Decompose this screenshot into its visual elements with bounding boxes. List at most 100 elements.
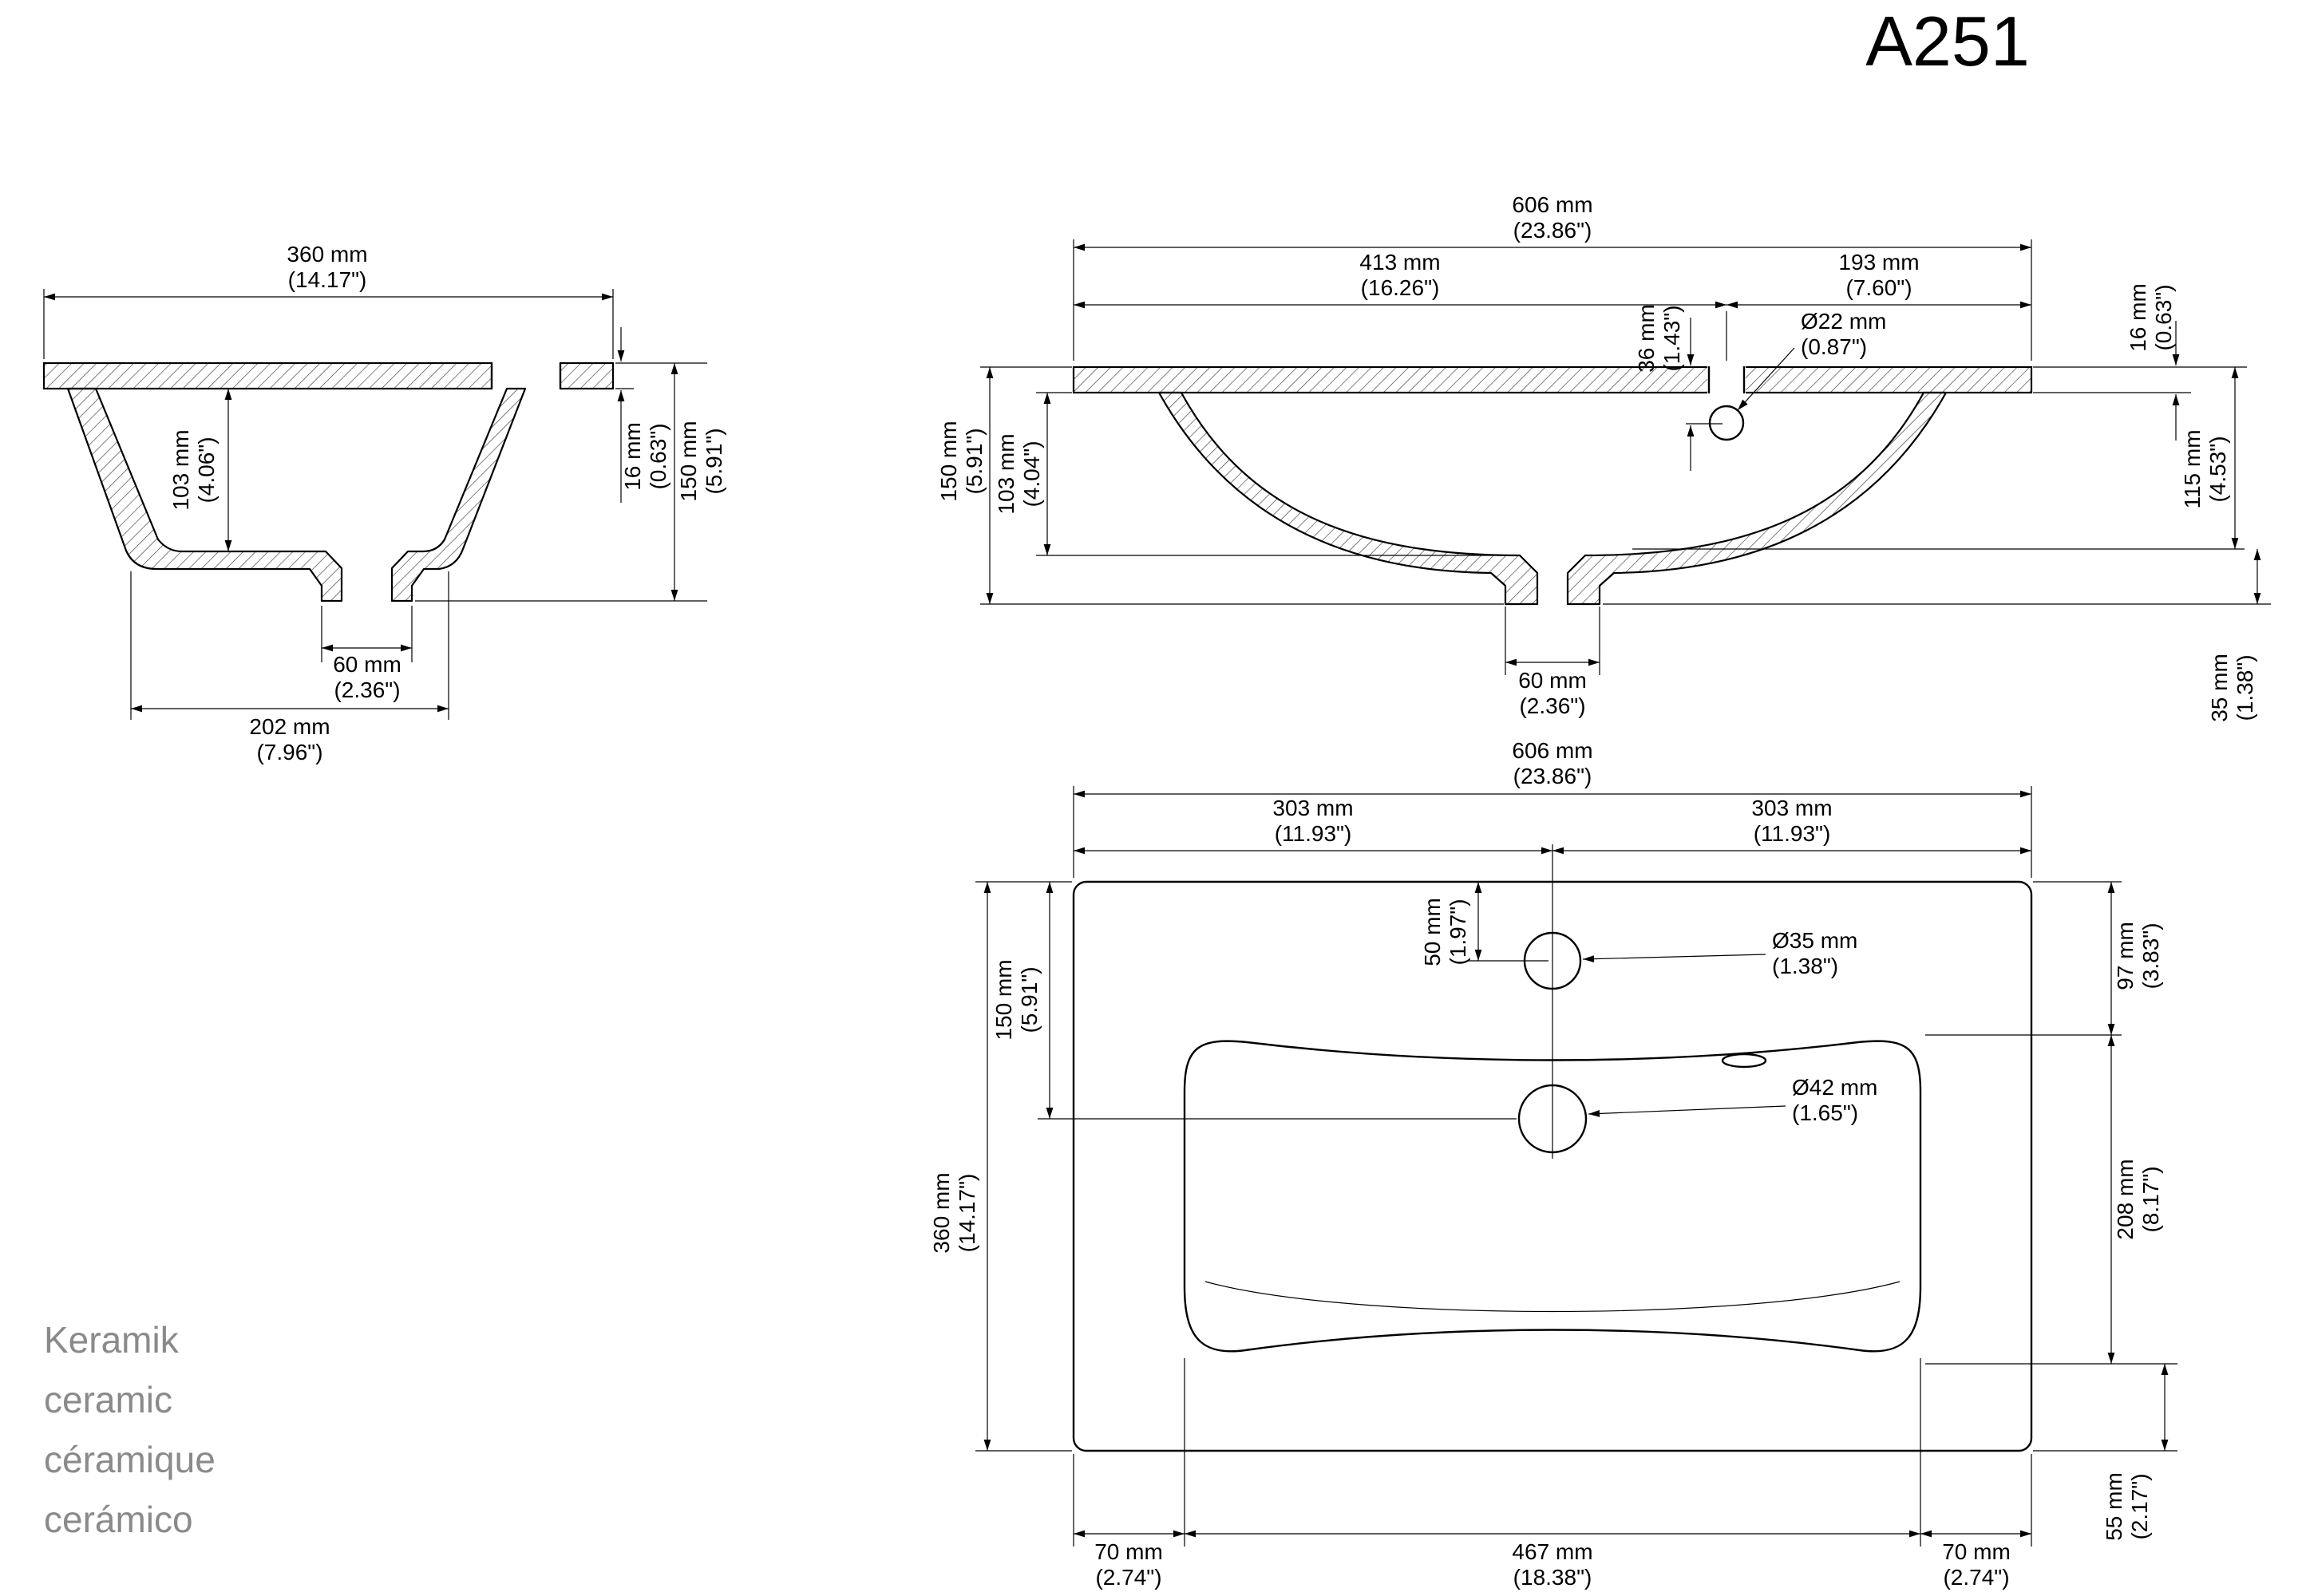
front-dim-115-mm: 115 mm: [2180, 429, 2205, 508]
dim-plan-depth-360: 360 mm (14.17"): [929, 881, 1072, 1452]
side-dim-16-in: (0.63"): [646, 423, 670, 489]
dim-front-depth-103: 103 mm (4.04"): [994, 392, 1493, 556]
dim-front-hole-offset-36: 36 mm (1.43"): [1634, 304, 1723, 471]
plan-dim-208-in: (8.17"): [2138, 1166, 2163, 1232]
plan-dim-606-in: (23.86"): [1513, 764, 1592, 788]
front-dim-413-mm: 413 mm: [1359, 250, 1440, 275]
dim-plan-right-97: 97 mm (3.83"): [1925, 881, 2163, 1036]
front-dim-103-mm: 103 mm: [994, 433, 1018, 514]
plan-hole-35-in: (1.38"): [1772, 954, 1838, 978]
dim-front-413-193: 413 mm (16.26") 193 mm (7.60"): [1074, 250, 2031, 361]
side-dim-150-mm: 150 mm: [676, 421, 701, 501]
front-deck-section: [1072, 365, 2033, 394]
plan-dim-97-mm: 97 mm: [2113, 922, 2138, 990]
plan-overflow-slot: [1721, 1053, 1767, 1069]
dim-plan-303-303: 303 mm (11.93") 303 mm (11.93"): [1074, 796, 2031, 855]
front-faucet-hole: [1708, 405, 1745, 441]
front-dim-16-in: (0.63"): [2151, 284, 2176, 350]
dim-front-width-606: 606 mm (23.86"): [1073, 192, 2032, 361]
side-dim-150-in: (5.91"): [702, 428, 726, 494]
front-dim-60-in: (2.36"): [1519, 693, 1585, 718]
side-basin-shell-left: [66, 387, 343, 602]
dim-side-drain-60: 60 mm (2.36"): [321, 606, 413, 702]
plan-dim-70-right-in: (2.74"): [1943, 1565, 2009, 1590]
plan-dim-303-left-in: (11.93"): [1275, 821, 1352, 846]
side-overflow-slot: [492, 360, 560, 392]
side-dim-103-in: (4.06"): [194, 437, 219, 503]
front-dim-103-in: (4.04"): [1019, 440, 1044, 507]
front-dim-36-mm: 36 mm: [1634, 304, 1659, 373]
plan-dim-208-mm: 208 mm: [2113, 1159, 2138, 1239]
material-labels: Keramik ceramic céramique cerámico: [44, 1319, 216, 1540]
front-dim-16-mm: 16 mm: [2126, 283, 2150, 352]
plan-dim-150-mm: 150 mm: [991, 959, 1016, 1040]
plan-dim-70-left-mm: 70 mm: [1094, 1539, 1163, 1564]
front-section-view: [1072, 364, 2033, 606]
plan-dim-50-mm: 50 mm: [1420, 898, 1445, 966]
dim-front-right-115: 115 mm (4.53"): [1632, 367, 2245, 550]
front-hole-22-in: (0.87"): [1801, 334, 1867, 359]
front-dim-35-in: (1.38"): [2233, 654, 2257, 721]
plan-hole-42-in: (1.65"): [1792, 1100, 1858, 1125]
plan-dim-70-right-mm: 70 mm: [1942, 1539, 2011, 1564]
material-label-de: Keramik: [44, 1319, 180, 1361]
front-dim-115-in: (4.53"): [2205, 436, 2230, 502]
side-dim-60-in: (2.36"): [334, 678, 400, 702]
plan-dim-606-mm: 606 mm: [1512, 738, 1592, 763]
side-dim-202-mm: 202 mm: [249, 714, 330, 739]
front-faucet-hole-gap: [1707, 364, 1746, 396]
dim-plan-drain-150: 150 mm (5.91"): [991, 882, 1517, 1120]
label-front-hole-22: Ø22 mm (0.87"): [1737, 309, 1886, 411]
dim-front-height-150: 150 mm (5.91"): [936, 366, 1504, 605]
dim-front-rim-16: 16 mm (0.63"): [2033, 283, 2247, 440]
front-basin-shell-left: [1157, 391, 1539, 606]
side-dim-360-in: (14.17"): [288, 267, 367, 292]
side-dim-360-mm: 360 mm: [287, 242, 367, 267]
front-dim-150-mm: 150 mm: [936, 421, 961, 501]
front-dim-193-in: (7.60"): [1845, 275, 1912, 300]
plan-dim-55-mm: 55 mm: [2102, 1472, 2126, 1541]
dim-side-base-202: 202 mm (7.96"): [130, 571, 449, 764]
label-plan-hole-42: Ø42 mm (1.65"): [1588, 1075, 1877, 1125]
dim-side-width-360: 360 mm (14.17"): [43, 242, 614, 359]
side-dim-60-mm: 60 mm: [333, 652, 401, 677]
plan-basin-floor-line: [1204, 1281, 1901, 1313]
dim-side-rim-16: 16 mm (0.63"): [615, 327, 670, 503]
plan-hole-42-mm: Ø42 mm: [1792, 1075, 1877, 1100]
material-label-es: cerámico: [44, 1499, 193, 1540]
dim-plan-width-606: 606 mm (23.86"): [1073, 738, 2032, 878]
side-dim-103-mm: 103 mm: [168, 429, 193, 510]
plan-basin-outline: [1183, 1040, 1922, 1353]
plan-dim-55-in: (2.17"): [2127, 1473, 2152, 1539]
dim-plan-right-208: 208 mm (8.17"): [1925, 1035, 2177, 1365]
plan-view: [1072, 844, 2033, 1452]
plan-dim-303-right-in: (11.93"): [1754, 821, 1831, 846]
front-dim-150-in: (5.91"): [962, 428, 987, 494]
front-dim-413-in: (16.26"): [1361, 275, 1440, 300]
plan-dim-467-mm: 467 mm: [1512, 1539, 1592, 1564]
side-basin-shell-right: [390, 387, 527, 602]
plan-dim-467-in: (18.38"): [1513, 1565, 1592, 1590]
front-dim-60-mm: 60 mm: [1518, 668, 1587, 693]
plan-dim-360-in: (14.17"): [955, 1174, 979, 1253]
front-hole-22-mm: Ø22 mm: [1801, 309, 1886, 334]
material-label-fr: céramique: [44, 1439, 216, 1480]
dim-front-bottom-35: 35 mm (1.38"): [1603, 549, 2271, 722]
front-dim-193-mm: 193 mm: [1838, 250, 1919, 275]
side-section-view: [42, 360, 615, 602]
side-dim-202-in: (7.96"): [256, 740, 322, 764]
plan-dim-97-in: (3.83"): [2138, 922, 2163, 989]
dim-plan-bottom-55: 55 mm (2.17"): [2033, 1364, 2177, 1541]
front-dim-606-in: (23.86"): [1513, 218, 1592, 243]
plan-drain-hole: [1517, 1084, 1588, 1154]
front-basin-shell-right: [1566, 391, 1948, 606]
front-dim-35-mm: 35 mm: [2207, 654, 2232, 722]
plan-dim-303-right-mm: 303 mm: [1751, 796, 1832, 820]
material-label-en: ceramic: [44, 1379, 172, 1420]
dim-plan-faucet-50: 50 mm (1.97"): [1420, 882, 1549, 966]
front-dim-36-in: (1.43"): [1659, 305, 1684, 371]
dim-side-height-150: 150 mm (5.91"): [415, 362, 726, 602]
drawing-title: A251: [1865, 2, 2030, 81]
plan-dim-360-mm: 360 mm: [929, 1172, 954, 1253]
